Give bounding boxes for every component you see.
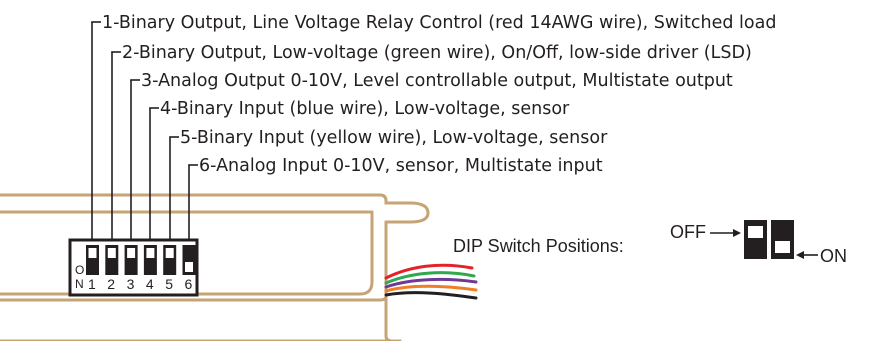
dip-number-1: 1 (88, 276, 96, 292)
housing-body (0, 210, 374, 296)
callout-1: 1-Binary Output, Line Voltage Relay Cont… (102, 13, 776, 33)
dip-toggle-knob-3 (127, 248, 136, 258)
dip-number-4: 4 (146, 276, 154, 292)
wire-orange (384, 284, 478, 293)
housing-top-rail (0, 193, 388, 203)
legend-on-label: ON (820, 246, 847, 266)
legend-title: DIP Switch Positions: (453, 236, 624, 256)
dip-toggle-knob-2 (107, 248, 116, 258)
wire-black (384, 291, 478, 300)
dip-number-6: 6 (185, 276, 193, 292)
dip-on-label-top: O (75, 263, 84, 277)
housing-right-slot (384, 294, 402, 341)
dip-legend: DIP Switch Positions: OFF ON (453, 220, 847, 266)
callout-5: 5-Binary Input (yellow wire), Low-voltag… (180, 128, 608, 148)
callout-6: 6-Analog Input 0-10V, sensor, Multistate… (199, 156, 603, 176)
callout-leaders (91, 22, 190, 250)
housing-right-tab (384, 199, 430, 224)
callout-ticks (91, 21, 198, 166)
dip-toggle-knob-1 (88, 248, 97, 258)
dip-number-5: 5 (165, 276, 173, 292)
callout-3: 3-Analog Output 0-10V, Level controllabl… (141, 71, 733, 91)
legend-off-arrowhead (733, 229, 741, 237)
wire-bundle (384, 263, 478, 300)
device-housing (0, 193, 430, 341)
wire-green (384, 271, 476, 285)
dip-number-2: 2 (107, 276, 115, 292)
wire-red (384, 263, 474, 280)
legend-on-arrowhead (796, 251, 804, 259)
dip-toggle-knob-6 (185, 262, 193, 272)
callout-4: 4-Binary Input (blue wire), Low-voltage,… (160, 99, 570, 119)
callout-texts: 1-Binary Output, Line Voltage Relay Cont… (102, 13, 776, 176)
wire-purple (384, 277, 478, 289)
legend-off-label: OFF (670, 222, 706, 242)
legend-off-switch-knob (748, 226, 763, 238)
legend-on-switch (771, 220, 794, 259)
dip-toggle-knob-5 (165, 248, 174, 258)
dip-number-3: 3 (127, 276, 135, 292)
legend-on-switch-knob (775, 241, 790, 253)
housing-lower-rail (0, 294, 388, 302)
legend-off-switch (744, 220, 767, 259)
callout-2: 2-Binary Output, Low-voltage (green wire… (122, 43, 752, 63)
dip-toggle-knob-4 (146, 248, 155, 258)
dip-on-label-bottom: N (75, 277, 84, 291)
